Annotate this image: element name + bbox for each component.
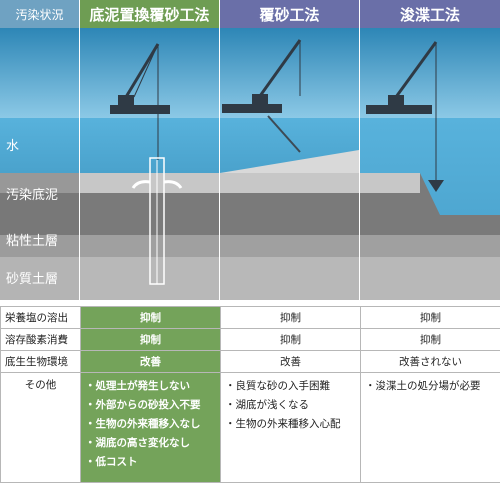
notes-list: 浚渫土の処分場が必要 xyxy=(361,377,500,396)
method-diagram: 汚染状況 底泥置換覆砂工法 覆砂工法 浚渫工法 水 汚染底泥 粘性土層 砂質土層 xyxy=(0,0,500,300)
column-sand-capping xyxy=(220,28,359,300)
cell-sand-capping: 良質な砂の入手困難 湖底が浅くなる 生物の外来種移入心配 xyxy=(220,372,361,483)
header-method-replacement: 底泥置換覆砂工法 xyxy=(80,0,219,28)
list-item: 生物の外来種移入心配 xyxy=(225,415,360,434)
header-label: 汚染状況 xyxy=(0,0,79,28)
header-method-sand-capping: 覆砂工法 xyxy=(220,0,359,28)
cell-replacement: 処理土が発生しない 外部からの砂投入不要 生物の外来種移入なし 湖底の高さ変化な… xyxy=(80,372,221,483)
cell-replacement: 抑制 xyxy=(80,306,221,329)
list-item: 湖底が浅くなる xyxy=(225,396,360,415)
list-item: 外部からの砂投入不要 xyxy=(85,396,220,415)
cell-dredging: 抑制 xyxy=(360,306,500,329)
label-column xyxy=(0,28,79,300)
cell-replacement: 改善 xyxy=(80,350,221,373)
barge-icon xyxy=(366,105,432,114)
table-row: 栄養塩の溶出 抑制 抑制 抑制 xyxy=(0,306,500,329)
notes-list: 処理土が発生しない 外部からの砂投入不要 生物の外来種移入なし 湖底の高さ変化な… xyxy=(81,377,220,472)
cross-section-illustration xyxy=(0,28,500,300)
notes-list: 良質な砂の入手困難 湖底が浅くなる 生物の外来種移入心配 xyxy=(221,377,360,434)
row-label: 溶存酸素消費 xyxy=(0,328,81,351)
list-item: 良質な砂の入手困難 xyxy=(225,377,360,396)
list-item: 浚渫土の処分場が必要 xyxy=(365,377,500,396)
comparison-table: 栄養塩の溶出 抑制 抑制 抑制 溶存酸素消費 抑制 抑制 抑制 底生生物環境 改… xyxy=(0,306,500,483)
layer-label-sand: 砂質土層 xyxy=(6,272,59,287)
layer-label-sludge: 汚染底泥 xyxy=(6,188,59,203)
list-item: 生物の外来種移入なし xyxy=(85,415,220,434)
cell-dredging: 浚渫土の処分場が必要 xyxy=(360,372,500,483)
list-item: 湖底の高さ変化なし xyxy=(85,434,220,453)
list-item: 低コスト xyxy=(85,453,220,472)
cell-dredging: 改善されない xyxy=(360,350,500,373)
column-replacement xyxy=(80,28,219,300)
header-method-dredging: 浚渫工法 xyxy=(360,0,500,28)
layer-label-water: 水 xyxy=(6,139,20,154)
cell-sand-capping: 改善 xyxy=(220,350,361,373)
cell-dredging: 抑制 xyxy=(360,328,500,351)
column-dredging xyxy=(360,28,500,300)
grab-bucket-icon xyxy=(428,180,444,192)
layer-label-clay: 粘性土層 xyxy=(6,234,59,249)
cell-sand-capping: 抑制 xyxy=(220,328,361,351)
barge-icon xyxy=(222,104,282,113)
row-label: その他 xyxy=(0,372,81,483)
table-row: 溶存酸素消費 抑制 抑制 抑制 xyxy=(0,328,500,351)
table-row: 底生生物環境 改善 改善 改善されない xyxy=(0,350,500,373)
row-label: 底生生物環境 xyxy=(0,350,81,373)
row-label: 栄養塩の溶出 xyxy=(0,306,81,329)
cell-sand-capping: 抑制 xyxy=(220,306,361,329)
table-row-other: その他 処理土が発生しない 外部からの砂投入不要 生物の外来種移入なし 湖底の高… xyxy=(0,372,500,483)
list-item: 処理土が発生しない xyxy=(85,377,220,396)
barge-icon xyxy=(110,105,170,114)
cell-replacement: 抑制 xyxy=(80,328,221,351)
